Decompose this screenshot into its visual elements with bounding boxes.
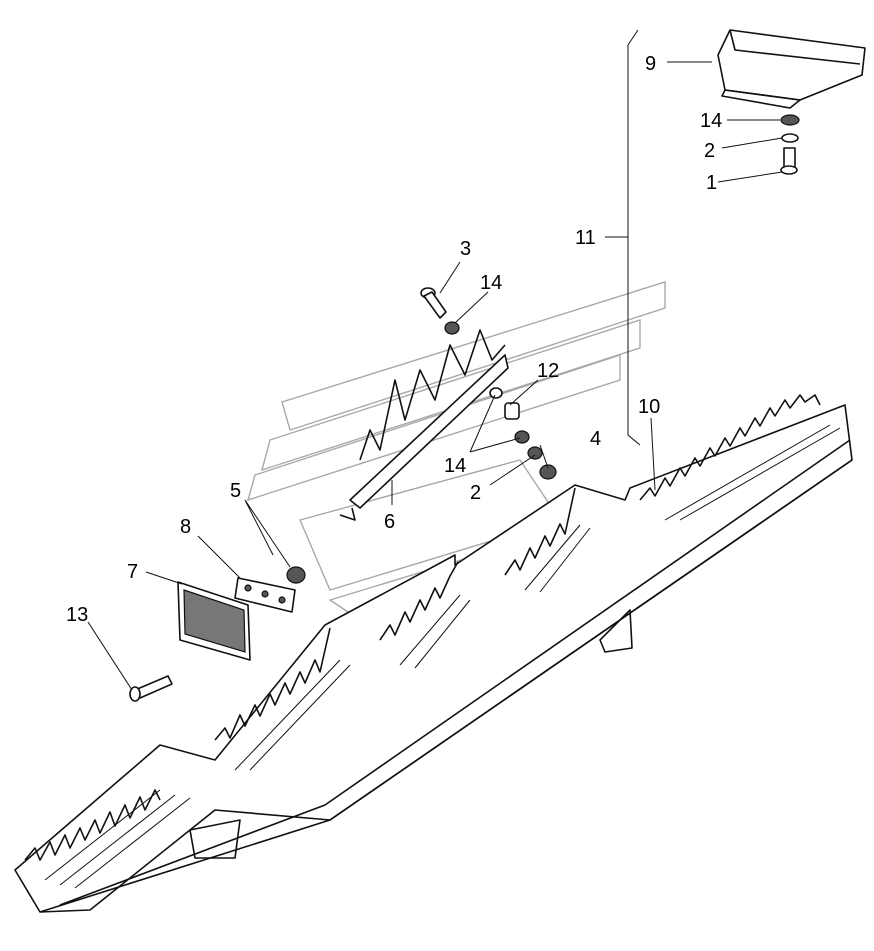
part-9-bracket (717, 29, 866, 109)
part-3-bolt (420, 287, 447, 319)
part-7-shim (177, 581, 251, 661)
callout-12: 12 (537, 360, 559, 382)
cutter-bar-teeth (24, 394, 841, 889)
part-12-spacer (504, 402, 520, 420)
part-6-knife (339, 329, 509, 521)
part-13-pin (129, 675, 173, 702)
callout-6: 6 (384, 511, 395, 533)
callout-14-mid: 14 (444, 455, 466, 477)
callout-14-top: 14 (700, 110, 722, 132)
callout-labels: 9 14 2 1 11 3 14 12 10 4 14 2 5 6 8 7 13 (66, 53, 722, 626)
callout-5: 5 (230, 480, 241, 502)
part-14-washer-mid (489, 387, 503, 399)
cutter-bar-frame (14, 404, 853, 913)
part-5-nut (286, 566, 306, 584)
part-4-nut (539, 464, 557, 480)
callout-7: 7 (127, 561, 138, 583)
callout-9: 9 (645, 53, 656, 75)
part-2-washer-low (527, 446, 543, 460)
callout-3: 3 (460, 238, 471, 260)
leader-lines (87, 29, 783, 691)
callout-10: 10 (638, 396, 660, 418)
part-14-washer-top (780, 114, 800, 126)
callout-2-top: 2 (704, 140, 715, 162)
callout-4: 4 (590, 428, 601, 450)
part-8-plate (234, 577, 296, 613)
part-14-washer-low (514, 430, 530, 444)
part-14-nut-knife (444, 321, 460, 335)
part-1-bolt (780, 147, 798, 175)
callout-13: 13 (66, 604, 88, 626)
callout-8: 8 (180, 516, 191, 538)
callout-2-low: 2 (470, 482, 481, 504)
part-2-washer-top (781, 133, 799, 143)
callout-11: 11 (575, 227, 596, 249)
callout-14-knife: 14 (480, 272, 502, 294)
callout-1: 1 (706, 172, 717, 194)
